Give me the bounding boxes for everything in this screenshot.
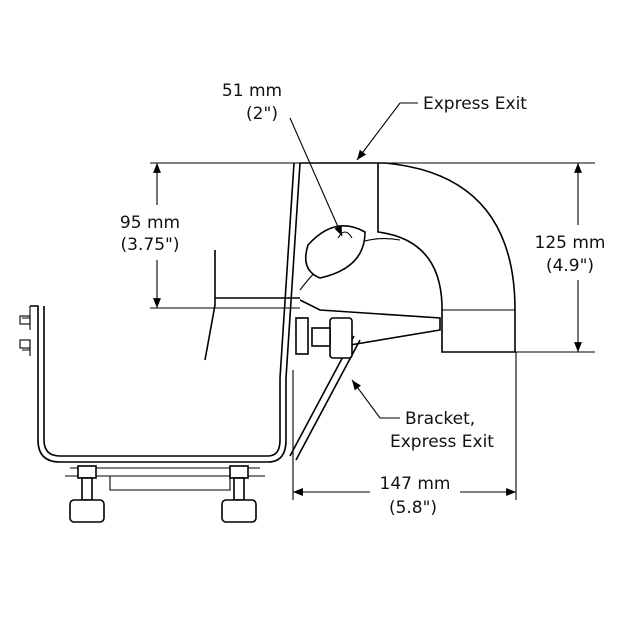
dim-51-mm-label: 51 mm (222, 81, 282, 101)
dim-95-mm-label: 95 mm (120, 213, 180, 233)
dim-147-in-label: (5.8") (389, 498, 437, 518)
express-exit-label: Express Exit (423, 94, 527, 114)
bracket-label-line2: Express Exit (390, 432, 494, 452)
dim-125-in-label: (4.9") (546, 256, 594, 276)
leader-lines (289, 102, 418, 419)
express-exit-bracket (204, 250, 441, 461)
leveling-foot-left (69, 465, 105, 523)
dim-95-in-label: (3.75") (121, 235, 180, 255)
dim-125-mm-label: 125 mm (535, 233, 606, 253)
dim-147-mm-label: 147 mm (380, 474, 451, 494)
dimension-lines (150, 162, 595, 500)
dim-51-in-label: (2") (246, 104, 278, 124)
leveling-foot-right (221, 465, 257, 523)
bracket-label-line1: Bracket, (405, 409, 475, 429)
cable-tray (19, 162, 301, 491)
